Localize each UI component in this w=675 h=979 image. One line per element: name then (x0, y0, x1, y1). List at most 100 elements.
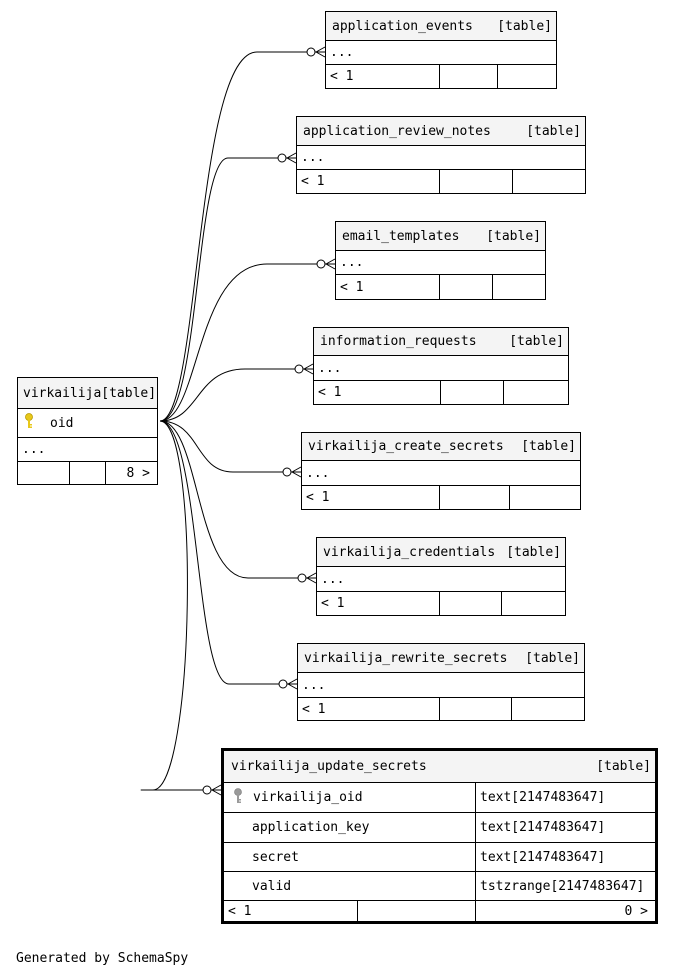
footer-parents: < 1 (302, 486, 440, 509)
column-type: tstzrange[2147483647] (480, 878, 645, 894)
footer-rows (440, 275, 493, 299)
footer-rows (441, 381, 504, 404)
table-footer: < 1 (326, 65, 556, 88)
crows-foot-marker (315, 46, 326, 58)
table-virkailija-rewrite-secrets[interactable]: virkailija_rewrite_secrets [table] ... <… (297, 643, 585, 721)
table-virkailija[interactable]: virkailija [table] oid ... 8 > (17, 377, 158, 485)
table-footer: 8 > (18, 462, 157, 484)
footer-parents: < 1 (317, 592, 440, 615)
table-kind: [table] (497, 18, 552, 34)
primary-key-icon (24, 413, 38, 433)
ellipsis: ... (330, 45, 354, 60)
relationship-virkailija-update-secrets (140, 420, 222, 796)
optional-marker (277, 153, 287, 163)
column-name-cell: secret (224, 843, 476, 871)
optional-marker (297, 573, 307, 583)
footer-children (512, 698, 584, 720)
ellipsis: ... (318, 360, 342, 376)
table-header: application_review_notes [table] (297, 117, 585, 146)
table-kind: [table] (486, 228, 541, 244)
table-name: virkailija_rewrite_secrets (304, 650, 508, 666)
relationship-virkailija-rewrite-secrets (159, 420, 298, 690)
table-virkailija-credentials[interactable]: virkailija_credentials [table] ... < 1 (316, 537, 566, 616)
optional-marker (294, 364, 304, 374)
parents-count: < 1 (340, 279, 364, 295)
table-footer: < 1 (297, 170, 585, 193)
crows-foot-marker (303, 363, 314, 375)
relationship-email-templates (159, 258, 336, 422)
column-row: secret text[2147483647] (224, 843, 655, 872)
ellipsis: ... (22, 442, 46, 457)
table-virkailija-update-secrets[interactable]: virkailija_update_secrets [table] virkai… (221, 748, 658, 924)
parents-count: < 1 (302, 701, 326, 717)
footer-parents: < 1 (224, 901, 358, 922)
column-type: text[2147483647] (480, 820, 606, 835)
table-virkailija-create-secrets[interactable]: virkailija_create_secrets [table] ... < … (301, 432, 581, 510)
table-header: virkailija_update_secrets [table] (224, 751, 655, 783)
crows-foot-marker (291, 466, 302, 478)
table-header: information_requests [table] (314, 328, 568, 356)
more-columns: ... (317, 567, 565, 592)
column-name: valid (252, 878, 292, 894)
column-row: valid tstzrange[2147483647] (224, 872, 655, 901)
table-application-events[interactable]: application_events [table] ... < 1 (325, 11, 557, 89)
footer-children (502, 592, 565, 615)
table-header: virkailija_rewrite_secrets [table] (298, 644, 584, 673)
table-header: application_events [table] (326, 12, 556, 41)
column-name: oid (50, 415, 74, 431)
more-columns: ... (297, 146, 585, 170)
table-kind: [table] (526, 123, 581, 139)
relationship-virkailija-credentials (159, 420, 317, 584)
footer-children: 0 > (476, 901, 655, 922)
parents-count: < 1 (228, 904, 252, 919)
optional-marker (306, 47, 316, 57)
table-kind: [table] (506, 544, 561, 560)
parents-count: < 1 (330, 69, 354, 84)
column-name-cell: valid (224, 872, 476, 900)
optional-marker (278, 679, 288, 689)
relationship-application-review-notes (159, 152, 297, 422)
relationship-application-events (159, 46, 326, 422)
table-name: application_events (332, 18, 473, 34)
table-kind: [table] (596, 759, 651, 774)
footer-rows (440, 65, 498, 88)
parents-count: < 1 (321, 596, 345, 611)
table-email-templates[interactable]: email_templates [table] ... < 1 (335, 221, 546, 300)
table-footer: < 1 0 > (224, 901, 655, 922)
footer-rows (358, 901, 476, 922)
footer-rows (440, 592, 502, 615)
footer-children (504, 381, 568, 404)
table-name: virkailija_credentials (323, 544, 496, 560)
relationship-virkailija-create-secrets (159, 420, 302, 478)
column-name-cell: application_key (224, 813, 476, 842)
table-information-requests[interactable]: information_requests [table] ... < 1 (313, 327, 569, 405)
table-name: application_review_notes (303, 123, 491, 139)
footer-parents: < 1 (326, 65, 440, 88)
column-row: application_key text[2147483647] (224, 813, 655, 843)
table-footer: < 1 (302, 486, 580, 509)
column-type: text[2147483647] (480, 849, 606, 865)
parents-count: < 1 (301, 174, 325, 189)
table-header: virkailija [table] (18, 378, 157, 409)
footer-rows (440, 486, 510, 509)
table-name: information_requests (320, 334, 477, 349)
relationship-information-requests (159, 363, 314, 422)
crows-foot-marker (211, 784, 222, 796)
column-row: virkailija_oid text[2147483647] (224, 783, 655, 813)
optional-marker (282, 467, 292, 477)
footer-children (498, 65, 556, 88)
table-kind: [table] (509, 334, 564, 349)
ellipsis: ... (321, 571, 345, 587)
optional-marker (202, 785, 212, 795)
table-kind: [table] (101, 385, 157, 401)
table-footer: < 1 (314, 381, 568, 404)
footer-children (510, 486, 580, 509)
table-application-review-notes[interactable]: application_review_notes [table] ... < 1 (296, 116, 586, 194)
column-name: virkailija_oid (253, 790, 363, 805)
table-header: virkailija_credentials [table] (317, 538, 565, 567)
more-columns: ... (336, 251, 545, 275)
table-header: email_templates [table] (336, 222, 545, 251)
more-columns: ... (326, 41, 556, 65)
more-columns: ... (302, 461, 580, 486)
